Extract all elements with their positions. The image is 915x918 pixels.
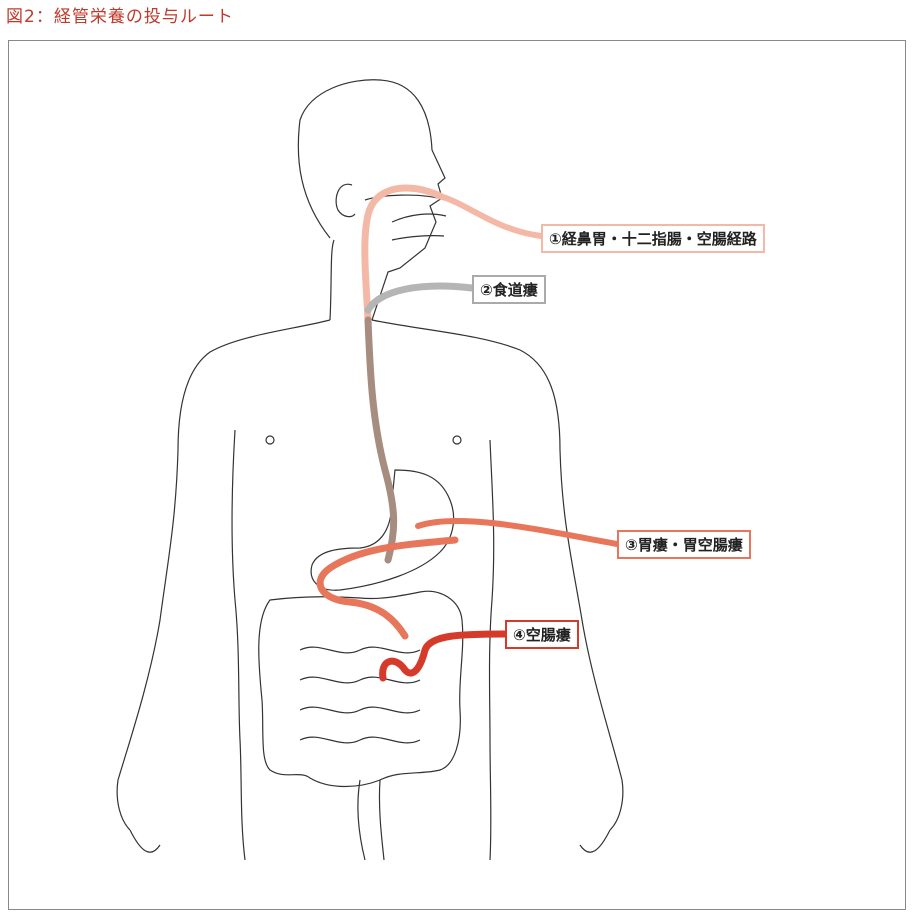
route-2-label: ②食道瘻 [472,275,546,304]
route-4-label: ④空腸瘻 [505,620,579,649]
route-1-label: ①経鼻胃・十二指腸・空腸経路 [541,224,765,253]
route-4-jejunostomy [379,630,509,682]
route-3-gastrostomy-loop [316,536,459,640]
figure-title: 図2：経管栄養の投与ルート [6,7,234,27]
esophagus-tube [364,316,398,564]
stomach-outline [310,469,455,591]
route-1-leader-line [437,193,544,239]
body-outline [116,79,624,861]
route-1-nasal-tube [361,184,444,324]
route-2-esophagostomy [364,282,476,314]
route-3-label: ③胃瘻・胃空腸瘻 [617,530,751,559]
figure-frame [8,40,906,910]
intestines-outline [258,590,464,861]
route-3-leader-line [415,517,620,547]
